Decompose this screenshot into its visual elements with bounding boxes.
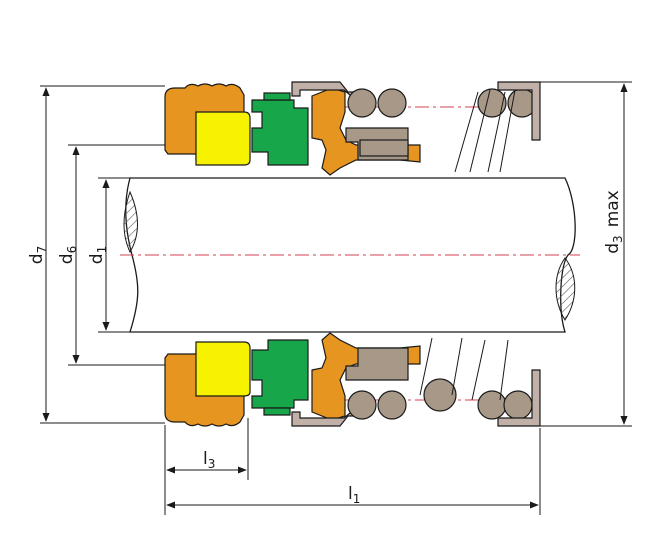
label-d7: d7 [27, 246, 49, 264]
extension-lines [40, 81, 632, 515]
seal-top-half [164, 81, 541, 176]
dimension-lines [42, 83, 628, 509]
label-l1: l1 [348, 484, 360, 506]
label-d6: d6 [57, 246, 79, 264]
label-d1: d1 [87, 246, 109, 264]
label-d3-max: d3max [603, 190, 625, 253]
seal-bottom-half [164, 332, 541, 427]
label-l3: l3 [203, 449, 215, 471]
